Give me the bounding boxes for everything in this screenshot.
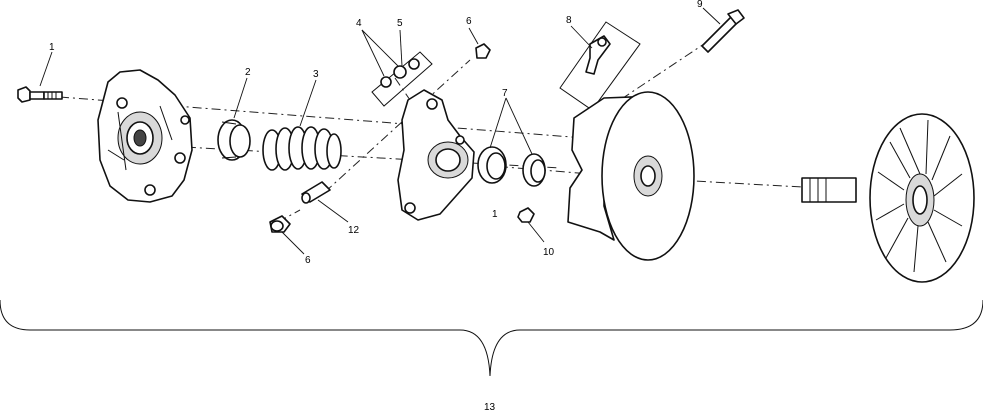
part-fixed-sheave [801, 113, 975, 283]
part-cover-plate [97, 69, 193, 203]
callout-13: 13 [484, 402, 496, 413]
part-weight-arm-kit [559, 21, 641, 111]
part-ring [217, 119, 251, 161]
part-cap-lower [269, 215, 291, 233]
callout-6-upper: 6 [466, 16, 472, 27]
part-long-bolt [701, 9, 745, 53]
part-spring [262, 126, 342, 171]
callout-4: 4 [356, 18, 362, 29]
assembly-brace [0, 299, 983, 377]
callout-5: 5 [397, 18, 403, 29]
part-nut [517, 207, 535, 223]
callout-3: 3 [313, 69, 319, 80]
callout-7: 7 [502, 88, 508, 99]
callout-2: 2 [245, 67, 251, 78]
callout-11: 1 [492, 209, 498, 220]
part-bushings [477, 146, 546, 187]
part-cap-upper [475, 43, 491, 59]
callout-1: 1 [49, 42, 55, 53]
part-moveable-sheave [567, 91, 695, 261]
callout-9: 9 [697, 0, 703, 10]
callout-6-lower: 6 [305, 255, 311, 266]
callout-10: 10 [543, 247, 555, 258]
callout-labels: 1 2 3 4 5 6 7 8 9 1 10 12 6 13 [49, 0, 703, 413]
callout-12: 12 [348, 225, 360, 236]
callout-8: 8 [566, 15, 572, 26]
callout-leaders [39, 7, 721, 255]
part-roller-kit [371, 51, 433, 107]
part-bolt [17, 86, 63, 103]
part-spider-hub [397, 89, 475, 221]
part-pin [301, 181, 331, 204]
